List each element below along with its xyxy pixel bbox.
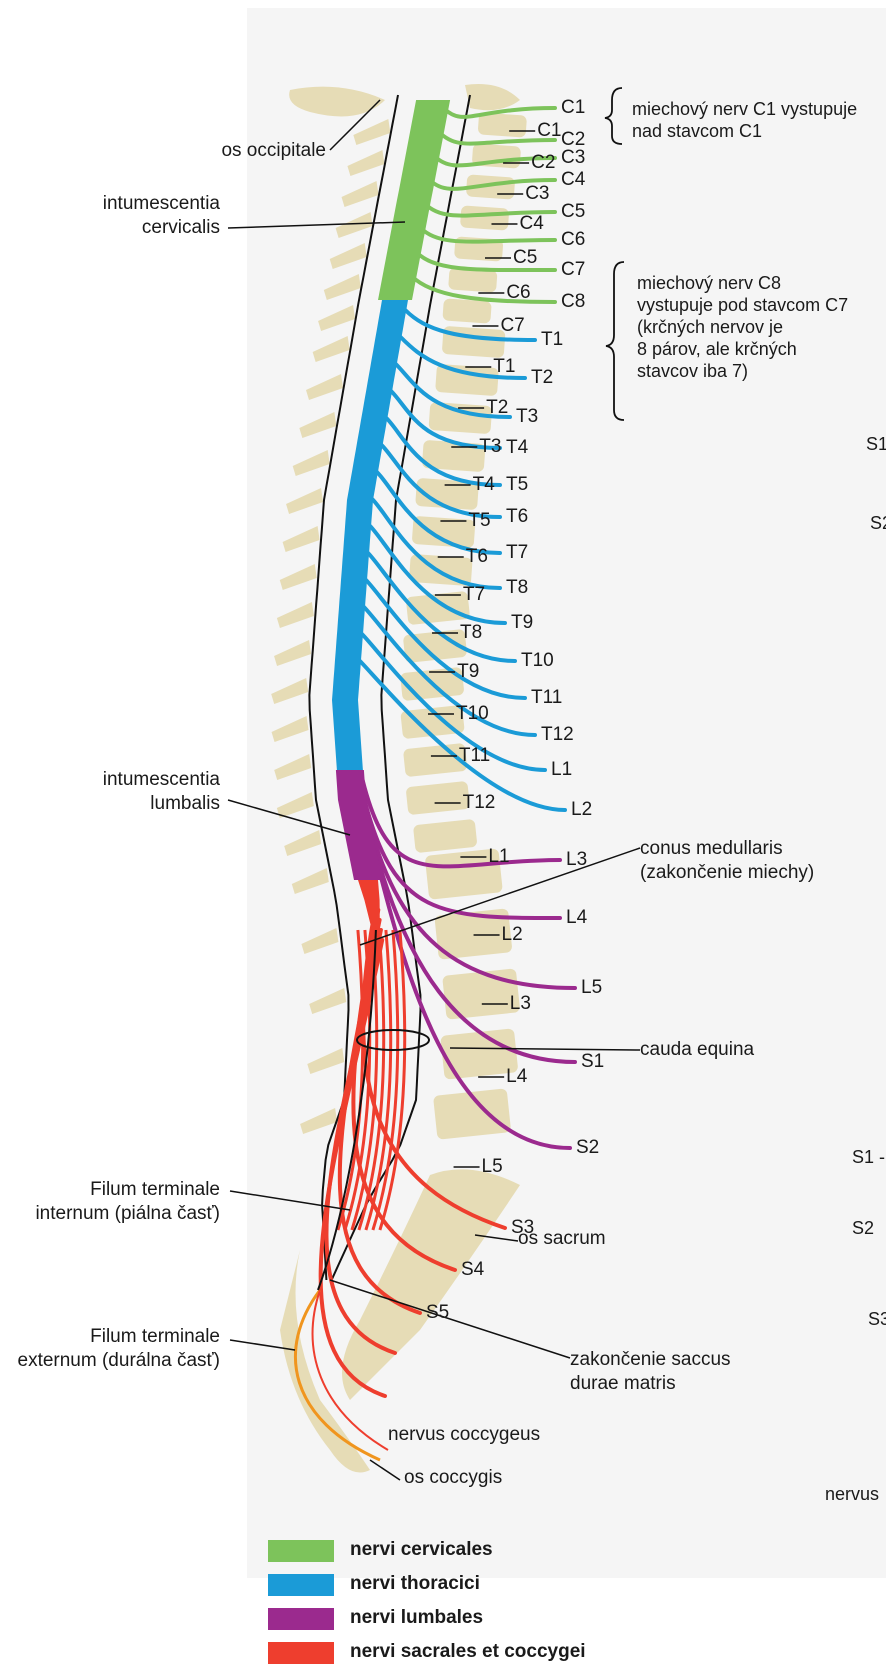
label-conus-medullaris-1: conus medullaris xyxy=(640,838,783,860)
nerve-label-t11: T11 xyxy=(531,687,562,709)
nerve-label-s1: S1 xyxy=(581,1051,604,1073)
note-c1-line-1: miechový nerv C1 vystupuje xyxy=(632,98,857,120)
vertebra-label-t8: T8 xyxy=(460,622,482,644)
label-os-occipitale: os occipitale xyxy=(130,140,326,162)
nerve-label-l1: L1 xyxy=(551,759,572,781)
label-filum-internum-2: internum (piálna časť) xyxy=(0,1203,220,1225)
vertebral-body xyxy=(442,326,506,358)
nerve-label-t12: T12 xyxy=(541,724,574,746)
nerve-label-c8: C8 xyxy=(561,291,585,313)
nerve-label-c6: C6 xyxy=(561,229,585,251)
nerve-label-s5: S5 xyxy=(426,1302,449,1324)
vertebra-label-c5: C5 xyxy=(513,247,537,269)
nerve-label-c7: C7 xyxy=(561,259,585,281)
note-c8-line-1: miechový nerv C8 xyxy=(637,272,781,294)
vertebra-label-t1: T1 xyxy=(493,356,515,378)
edge-fragment-nervus: nervus xyxy=(825,1484,879,1505)
label-filum-internum-1: Filum terminale xyxy=(0,1179,220,1201)
vertebra-label-t3: T3 xyxy=(479,436,501,458)
nerve-label-c4: C4 xyxy=(561,169,585,191)
vertebral-body xyxy=(442,298,491,323)
label-nervus-coccygeus: nervus coccygeus xyxy=(388,1424,540,1446)
label-intumescentia-lumbalis-2: lumbalis xyxy=(40,793,220,815)
nerve-label-c1: C1 xyxy=(561,97,585,119)
vertebra-label-t5: T5 xyxy=(468,510,490,532)
nerve-label-t9: T9 xyxy=(511,612,533,634)
vertebra-label-l3: L3 xyxy=(510,993,531,1015)
nerve-label-t6: T6 xyxy=(506,506,528,528)
note-c1-line-2: nad stavcom C1 xyxy=(632,120,762,142)
nerve-label-l2: L2 xyxy=(571,799,592,821)
legend-swatch-sacrales xyxy=(268,1642,334,1664)
vertebral-body xyxy=(478,112,527,137)
vertebra-label-t7: T7 xyxy=(463,584,485,606)
nerve-label-t2: T2 xyxy=(531,367,553,389)
label-intumescentia-cervicalis-1: intumescentia xyxy=(40,193,220,215)
nerve-label-l3: L3 xyxy=(566,849,587,871)
label-conus-medullaris-2: (zakončenie miechy) xyxy=(640,862,814,884)
vertebra-label-l5: L5 xyxy=(482,1156,503,1178)
label-cauda-equina: cauda equina xyxy=(640,1039,754,1061)
edge-fragment-s3-bottom: S3 xyxy=(868,1309,886,1330)
vertebra-label-l1: L1 xyxy=(488,846,509,868)
edge-fragment-s2-top: S2 xyxy=(870,513,886,534)
vertebra-label-c3: C3 xyxy=(525,183,549,205)
nerve-label-c3: C3 xyxy=(561,147,585,169)
nerve-label-l5: L5 xyxy=(581,977,602,999)
note-c8-line-5: stavcov iba 7) xyxy=(637,360,748,382)
vertebral-body xyxy=(460,205,509,230)
nerve-label-c5: C5 xyxy=(561,201,585,223)
legend-swatch-thoracici xyxy=(268,1574,334,1596)
edge-fragment-s1-bottom: S1 - xyxy=(852,1147,885,1168)
label-os-sacrum: os sacrum xyxy=(518,1228,606,1250)
note-c8-line-2: vystupuje pod stavcom C7 xyxy=(637,294,848,316)
vertebra-label-t6: T6 xyxy=(466,546,488,568)
label-intumescentia-cervicalis-2: cervicalis xyxy=(40,217,220,239)
vertebra-label-l4: L4 xyxy=(506,1066,527,1088)
vertebra-label-l2: L2 xyxy=(502,924,523,946)
vertebra-label-t2: T2 xyxy=(486,397,508,419)
edge-fragment-s1-top: S1 xyxy=(866,434,886,455)
label-zakoncenie-saccus-1: zakončenie saccus xyxy=(570,1349,731,1371)
label-filum-externum-2: externum (durálna časť) xyxy=(0,1350,220,1372)
vertebra-label-t11: T11 xyxy=(459,745,490,767)
nerve-label-t8: T8 xyxy=(506,577,528,599)
label-zakoncenie-saccus-2: durae matris xyxy=(570,1373,676,1395)
nerve-label-l4: L4 xyxy=(566,907,587,929)
legend-label-thoracici: nervi thoracici xyxy=(350,1573,480,1595)
legend-swatch-cervicales xyxy=(268,1540,334,1562)
label-os-coccygis: os coccygis xyxy=(404,1467,502,1489)
legend-swatch-lumbales xyxy=(268,1608,334,1630)
legend-label-sacrales: nervi sacrales et coccygei xyxy=(350,1641,586,1663)
vertebra-label-c1: C1 xyxy=(537,120,561,142)
label-filum-externum-1: Filum terminale xyxy=(0,1326,220,1348)
vertebra-label-t12: T12 xyxy=(463,792,496,814)
vertebra-label-t10: T10 xyxy=(456,703,489,725)
vertebral-body xyxy=(428,402,492,434)
label-intumescentia-lumbalis-1: intumescentia xyxy=(40,769,220,791)
nerve-label-s2: S2 xyxy=(576,1137,599,1159)
vertebra-label-c6: C6 xyxy=(506,282,530,304)
nerve-label-t1: T1 xyxy=(541,329,563,351)
nerve-label-t7: T7 xyxy=(506,542,528,564)
note-c8-line-3: (krčných nervov je xyxy=(637,316,783,338)
vertebra-label-t4: T4 xyxy=(473,474,495,496)
nerve-label-t3: T3 xyxy=(516,406,538,428)
legend-label-lumbales: nervi lumbales xyxy=(350,1607,483,1629)
nerve-label-s4: S4 xyxy=(461,1259,484,1281)
vertebra-label-t9: T9 xyxy=(457,661,479,683)
nerve-label-t10: T10 xyxy=(521,650,554,672)
vertebra-label-c7: C7 xyxy=(500,315,524,337)
edge-fragment-s2-bottom: S2 xyxy=(852,1218,874,1239)
note-c8-line-4: 8 párov, ale krčných xyxy=(637,338,797,360)
nerve-label-t4: T4 xyxy=(506,437,528,459)
vertebra-label-c4: C4 xyxy=(519,213,543,235)
nerve-label-t5: T5 xyxy=(506,474,528,496)
vertebra-label-c2: C2 xyxy=(531,152,555,174)
legend-label-cervicales: nervi cervicales xyxy=(350,1539,493,1561)
